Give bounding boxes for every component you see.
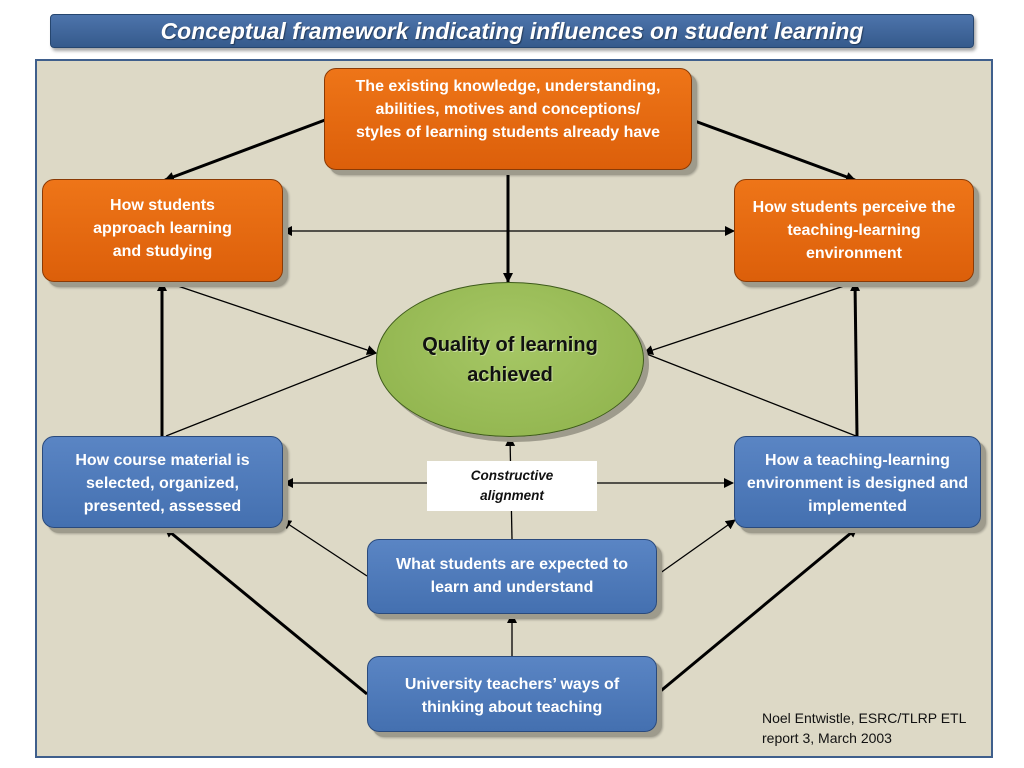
node-approach-learning-text: How students approach learning and study… [93, 197, 232, 260]
node-expected-learn: What students are expected to learn and … [367, 539, 657, 614]
node-perceive-environment: How students perceive the teaching-learn… [734, 179, 974, 282]
line-expected-to-course [281, 519, 368, 577]
node-existing-knowledge: The existing knowledge, understanding, a… [324, 68, 692, 170]
node-teachers-thinking: University teachers’ ways of thinking ab… [367, 656, 657, 732]
line-expected-to-environment [655, 519, 736, 577]
node-expected-learn-text: What students are expected to learn and … [395, 556, 629, 596]
node-environment-designed-text: How a teaching-learning environment is d… [746, 452, 969, 515]
node-quality-learning-text: Quality of learning achieved [422, 333, 598, 386]
arrow-top-to-approach [164, 118, 326, 182]
node-teachers-thinking-text: University teachers’ ways of thinking ab… [404, 676, 620, 716]
node-course-material: How course material is selected, organiz… [42, 436, 283, 528]
arrow-top-to-perceive [691, 118, 856, 182]
arrow-environment-to-perceive [850, 281, 861, 437]
node-perceive-environment-text: How students perceive the teaching-learn… [752, 199, 956, 262]
node-existing-knowledge-text: The existing knowledge, understanding, a… [355, 78, 661, 141]
line-course-to-quality [165, 352, 377, 437]
node-course-material-text: How course material is selected, organiz… [75, 452, 250, 515]
arrow-teachers-to-course [164, 526, 368, 696]
line-environment-to-quality [643, 352, 857, 437]
constructive-alignment-label: Constructive alignment [427, 461, 597, 511]
page-title: Conceptual framework indicating influenc… [50, 14, 974, 48]
node-approach-learning: How students approach learning and study… [42, 179, 283, 282]
constructive-alignment-text: Constructive alignment [470, 468, 554, 503]
source-credit: Noel Entwistle, ESRC/TLRP ETL report 3, … [762, 710, 966, 746]
node-quality-learning: Quality of learning achieved [376, 282, 644, 437]
arrow-approach-to-quality [165, 281, 377, 355]
arrow-perceive-to-quality [643, 281, 857, 355]
arrow-teachers-to-environment [656, 526, 858, 696]
node-environment-designed: How a teaching-learning environment is d… [734, 436, 981, 528]
